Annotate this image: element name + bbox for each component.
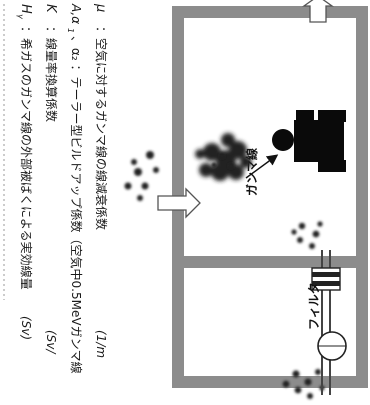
- gamma-ray-arrow: [245, 154, 279, 179]
- legend-text-2: ：線量率換算係数: [44, 26, 59, 122]
- legend-text-1: ：希ガスのガンマ線の外部被ばくによる実効線量: [19, 26, 34, 290]
- legend-text-4: ：空気に対するガンマ線の線減衰係数: [94, 26, 109, 230]
- filter-label: フィルタ: [307, 282, 321, 330]
- building-divider-wall: [178, 256, 362, 268]
- legend-row-1: H γ ：希ガスのガンマ線の外部被ばくによる実効線量 (Sv): [16, 4, 34, 340]
- legend: H γ ：希ガスのガンマ線の外部被ばくによる実効線量 (Sv) K ：線量率換算…: [16, 3, 109, 374]
- exhaust-arrow-icon: [301, 0, 335, 23]
- legend-row-3: A,α 1 、α₂ ：テーラー型ビルドアップ係数（空気中0.5MeVガンマ線: [66, 3, 84, 374]
- symbol-mu: μ: [93, 3, 108, 12]
- symbol-h: H: [18, 4, 33, 14]
- inflow-arrow-icon: [157, 187, 201, 219]
- ventilation-system: [311, 250, 347, 395]
- gamma-label: ガンマ線: [244, 148, 259, 196]
- gas-cloud-inside: [195, 133, 252, 181]
- gas-cloud-bottom: [282, 369, 325, 399]
- symbol-a-alpha: A,α: [69, 3, 83, 24]
- legend-unit-2: (Sv/: [44, 330, 58, 355]
- building: [172, 6, 368, 388]
- legend-unit-1: (Sv): [19, 316, 33, 340]
- gas-cloud-outside: [124, 151, 159, 201]
- legend-text-3: 、α₂ ：テーラー型ビルドアップ係数（空気中0.5MeVガンマ線: [69, 36, 84, 374]
- legend-row-2: K ：線量率換算係数 (Sv/: [43, 4, 59, 355]
- symbol-a-alpha-sub: 1: [66, 28, 75, 33]
- person-icon: [272, 110, 346, 172]
- symbol-k: K: [43, 4, 58, 14]
- gas-cloud-small: [291, 221, 323, 249]
- symbol-h-sub: γ: [16, 14, 25, 20]
- legend-unit-4: (1/m: [94, 330, 108, 358]
- legend-row-4: μ ：空気に対するガンマ線の線減衰係数 (1/m: [93, 3, 109, 358]
- building-outer-wall: [172, 6, 368, 388]
